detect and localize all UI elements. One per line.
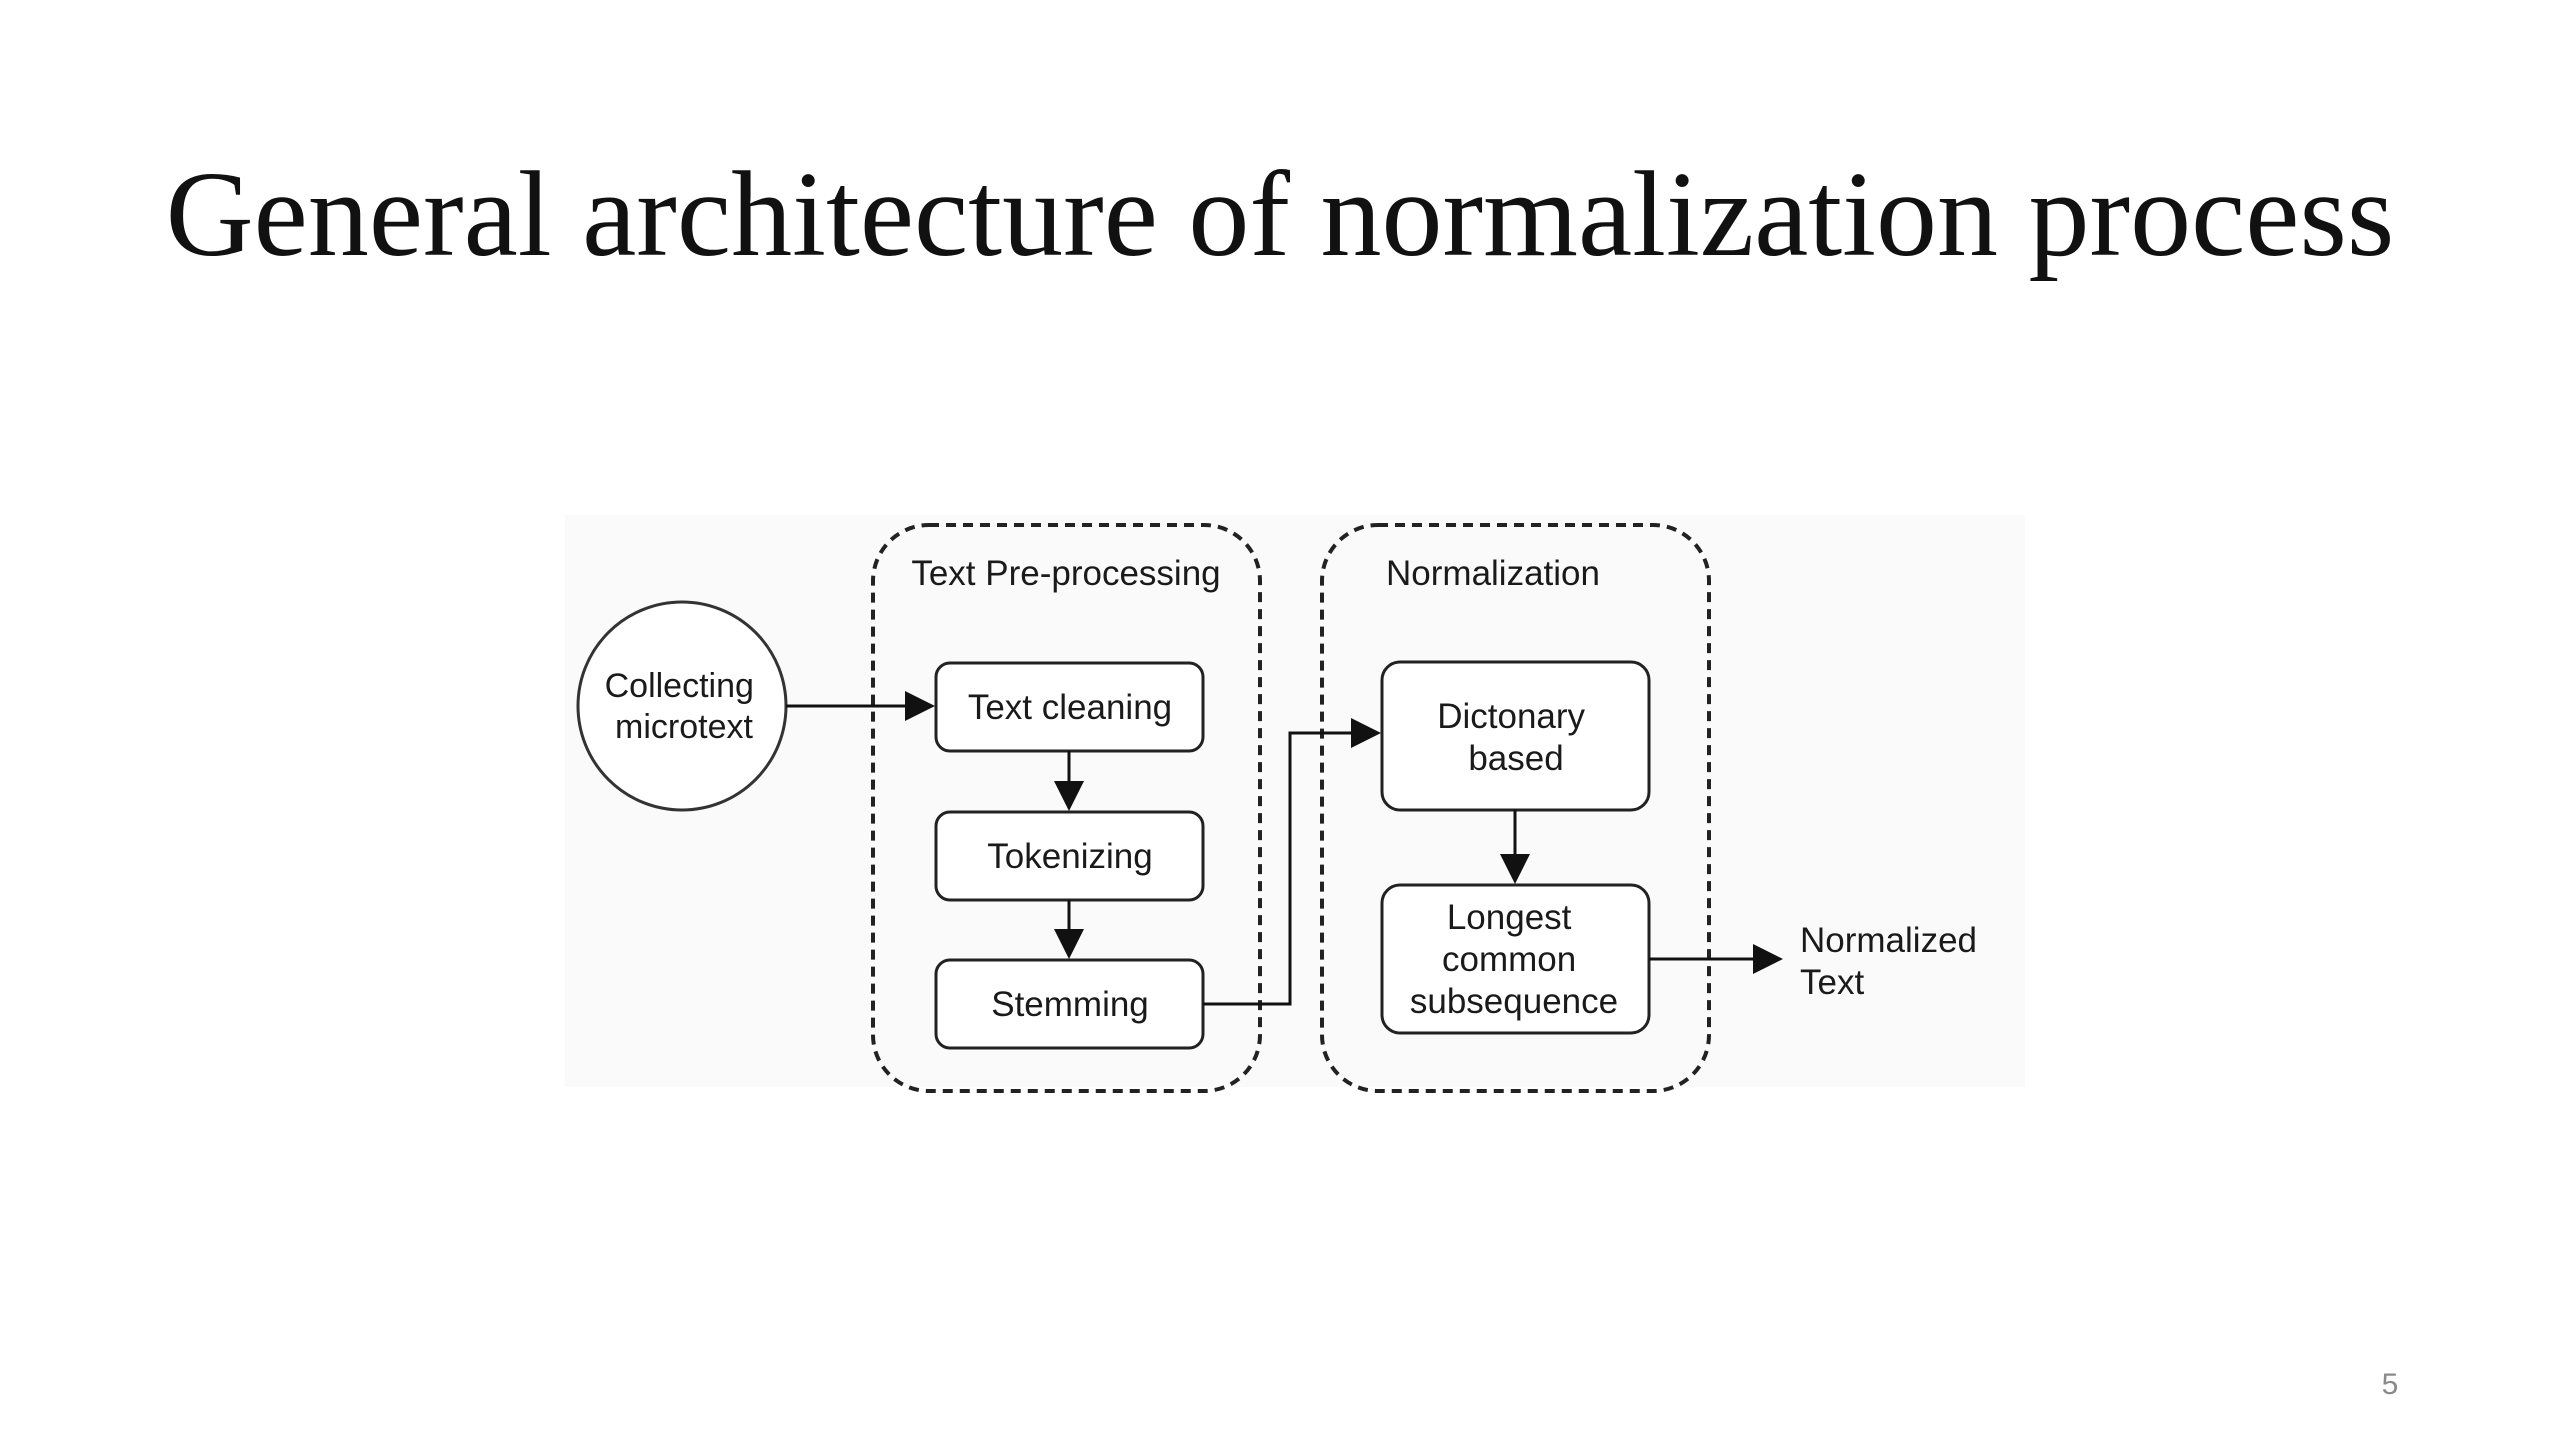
collecting-microtext-line-1: Collecting <box>605 667 754 705</box>
lcs-line-2: common <box>1442 940 1576 979</box>
collecting-microtext-label: Collecting microtext <box>605 667 764 746</box>
collecting-microtext-line-2: microtext <box>615 708 753 746</box>
collecting-microtext-node <box>576 600 788 812</box>
dictionary-based-line-1: Dictonary <box>1437 697 1585 736</box>
lcs-label: Longest common subsequence <box>1410 898 1618 1021</box>
lcs-line-1: Longest <box>1447 898 1572 937</box>
normalized-text-line-1: Normalized <box>1800 921 1977 960</box>
normalization-group <box>1320 523 1711 1093</box>
tokenizing-label: Tokenizing <box>987 837 1152 876</box>
page-number: 5 <box>2381 1368 2399 1401</box>
lcs-line-3: subsequence <box>1410 982 1618 1021</box>
dictionary-based-label: Dictonary based <box>1437 697 1595 778</box>
preprocessing-group <box>871 523 1262 1093</box>
edge-stemming-to-dictionary <box>1203 718 1381 1006</box>
normalized-text-line-2: Text <box>1800 963 1864 1002</box>
slide-title: General architecture of normalization pr… <box>165 147 2395 282</box>
normalized-text-output: Normalized Text <box>1800 921 1987 1002</box>
dictionary-based-node <box>1380 660 1651 812</box>
preprocessing-group-label: Text Pre-processing <box>911 554 1220 593</box>
text-cleaning-label: Text cleaning <box>968 688 1172 727</box>
stemming-label: Stemming <box>991 985 1149 1024</box>
diagram-background <box>565 515 2025 1087</box>
dictionary-based-line-2: based <box>1468 739 1563 778</box>
normalization-group-label: Normalization <box>1386 554 1600 593</box>
